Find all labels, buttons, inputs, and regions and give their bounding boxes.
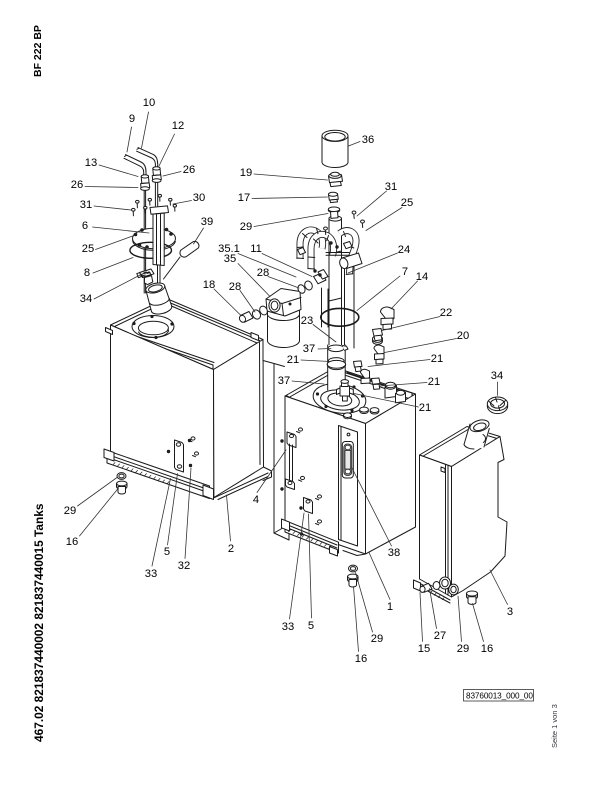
svg-text:33: 33 xyxy=(145,568,157,580)
svg-text:5: 5 xyxy=(308,620,314,632)
svg-text:17: 17 xyxy=(238,192,250,204)
svg-text:22: 22 xyxy=(440,307,452,319)
svg-text:10: 10 xyxy=(143,97,155,109)
svg-text:27: 27 xyxy=(434,630,446,642)
svg-text:19: 19 xyxy=(240,167,252,179)
svg-text:2: 2 xyxy=(228,543,234,555)
svg-text:16: 16 xyxy=(66,536,78,548)
svg-text:32: 32 xyxy=(178,560,190,572)
svg-text:20: 20 xyxy=(457,330,469,342)
svg-text:15: 15 xyxy=(418,643,430,655)
svg-text:31: 31 xyxy=(385,181,397,193)
svg-text:3: 3 xyxy=(507,606,513,618)
svg-text:18: 18 xyxy=(203,279,215,291)
svg-text:21: 21 xyxy=(419,402,431,414)
svg-text:35: 35 xyxy=(224,253,236,265)
svg-text:11: 11 xyxy=(250,243,262,255)
svg-text:36: 36 xyxy=(362,134,374,146)
svg-text:39: 39 xyxy=(201,216,213,228)
svg-text:29: 29 xyxy=(371,633,383,645)
svg-text:37: 37 xyxy=(278,375,290,387)
svg-text:29: 29 xyxy=(457,643,469,655)
svg-text:14: 14 xyxy=(416,271,428,283)
svg-text:37: 37 xyxy=(303,343,315,355)
svg-text:21: 21 xyxy=(428,376,440,388)
svg-text:25: 25 xyxy=(401,197,413,209)
svg-text:1: 1 xyxy=(387,601,393,613)
svg-text:25: 25 xyxy=(82,243,94,255)
svg-text:12: 12 xyxy=(172,120,184,132)
svg-text:5: 5 xyxy=(164,546,170,558)
svg-text:34: 34 xyxy=(80,293,92,305)
svg-text:7: 7 xyxy=(402,266,408,278)
svg-text:34: 34 xyxy=(491,370,503,382)
svg-text:30: 30 xyxy=(193,192,205,204)
svg-text:4: 4 xyxy=(253,494,259,506)
svg-text:29: 29 xyxy=(64,505,76,517)
svg-text:31: 31 xyxy=(80,199,92,211)
svg-text:28: 28 xyxy=(229,281,241,293)
svg-text:21: 21 xyxy=(287,354,299,366)
svg-text:9: 9 xyxy=(129,113,135,125)
svg-text:8: 8 xyxy=(84,267,90,279)
svg-text:6: 6 xyxy=(82,220,88,232)
svg-text:26: 26 xyxy=(71,179,83,191)
svg-text:38: 38 xyxy=(388,547,400,559)
svg-text:23: 23 xyxy=(301,315,313,327)
svg-text:28: 28 xyxy=(257,267,269,279)
svg-text:33: 33 xyxy=(282,621,294,633)
svg-text:29: 29 xyxy=(240,221,252,233)
svg-text:21: 21 xyxy=(431,353,443,365)
svg-text:16: 16 xyxy=(355,653,367,665)
svg-text:26: 26 xyxy=(183,164,195,176)
svg-text:16: 16 xyxy=(481,643,493,655)
svg-text:83760013_000_00: 83760013_000_00 xyxy=(466,692,533,701)
svg-text:24: 24 xyxy=(398,244,410,256)
svg-text:35.1: 35.1 xyxy=(218,243,240,255)
svg-text:13: 13 xyxy=(85,157,97,169)
